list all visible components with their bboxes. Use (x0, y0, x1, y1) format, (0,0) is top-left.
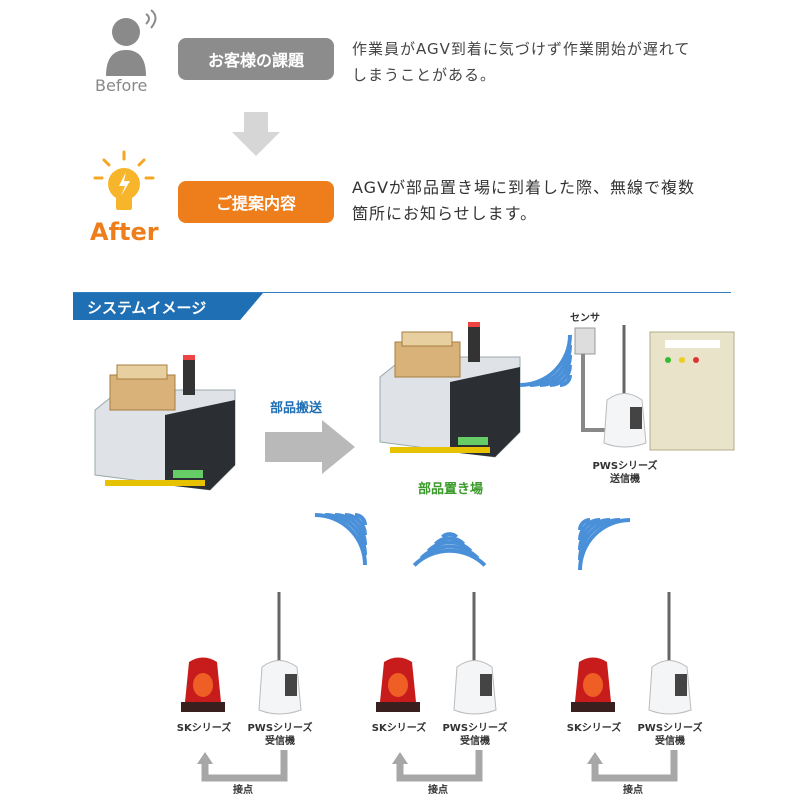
sensor-icon (574, 327, 605, 432)
receiver-series: PWSシリーズ (637, 723, 703, 734)
receiver-label: PWSシリーズ受信機 (240, 722, 320, 748)
section-title: システムイメージ (87, 299, 207, 317)
contact-label: 接点 (233, 785, 253, 796)
receiver-type: 受信機 (655, 736, 685, 747)
sensor-label: センサ (570, 313, 600, 324)
contact-label: 接点 (623, 785, 643, 796)
receiver-label: PWSシリーズ受信機 (435, 722, 515, 748)
control-cabinet (649, 331, 735, 451)
receiver-type: 受信機 (265, 736, 295, 747)
wave-icon-left (313, 513, 367, 567)
section-header: システムイメージ (73, 293, 263, 320)
section-divider (73, 292, 731, 293)
customer-issue-pill: お客様の課題 (178, 38, 334, 80)
worried-person-icon (106, 9, 157, 76)
transmitter-label: PWSシリーズ 送信機 (585, 460, 665, 486)
issue-description: 作業員がAGV到着に気づけず作業開始が遅れて しまうことがある。 (352, 36, 690, 88)
lamp-label: SKシリーズ (566, 723, 622, 734)
proposal-description: AGVが部品置き場に到着した際、無線で複数 箇所にお知らせします。 (352, 175, 695, 227)
down-arrow-icon (232, 112, 280, 156)
lightbulb-icon (93, 150, 155, 210)
issue-line: しまうことがある。 (352, 66, 497, 84)
proposal-line: AGVが部品置き場に到着した際、無線で複数 (352, 178, 696, 197)
receiver-type: 受信機 (460, 736, 490, 747)
transmitter-type: 送信機 (610, 474, 640, 485)
transmitter-series: PWSシリーズ (592, 461, 658, 472)
wave-icon-right (578, 518, 632, 572)
proposal-pill: ご提案内容 (178, 181, 334, 223)
before-label: Before (95, 76, 148, 95)
proposal-line: 箇所にお知らせします。 (352, 204, 538, 223)
issue-line: 作業員がAGV到着に気づけず作業開始が遅れて (352, 40, 691, 58)
wave-icon-center (414, 530, 485, 601)
agv-vehicle-2 (379, 321, 521, 458)
agv-vehicle-1 (94, 354, 236, 491)
receiver-label: PWSシリーズ受信機 (630, 722, 710, 748)
lamp-label: SKシリーズ (176, 723, 232, 734)
after-label: After (90, 218, 159, 246)
receiver-series: PWSシリーズ (442, 723, 508, 734)
transport-arrow (265, 420, 355, 474)
transmitter-device (602, 323, 648, 449)
receiver-group-2 (376, 590, 498, 782)
contact-label: 接点 (428, 785, 448, 796)
lamp-label: SKシリーズ (371, 723, 427, 734)
transport-label: 部品搬送 (270, 401, 323, 416)
storage-label: 部品置き場 (418, 482, 484, 497)
receiver-group-1 (181, 590, 303, 782)
receiver-series: PWSシリーズ (247, 723, 313, 734)
wave-icon-transmit (518, 333, 572, 387)
receiver-group-3 (571, 590, 693, 782)
